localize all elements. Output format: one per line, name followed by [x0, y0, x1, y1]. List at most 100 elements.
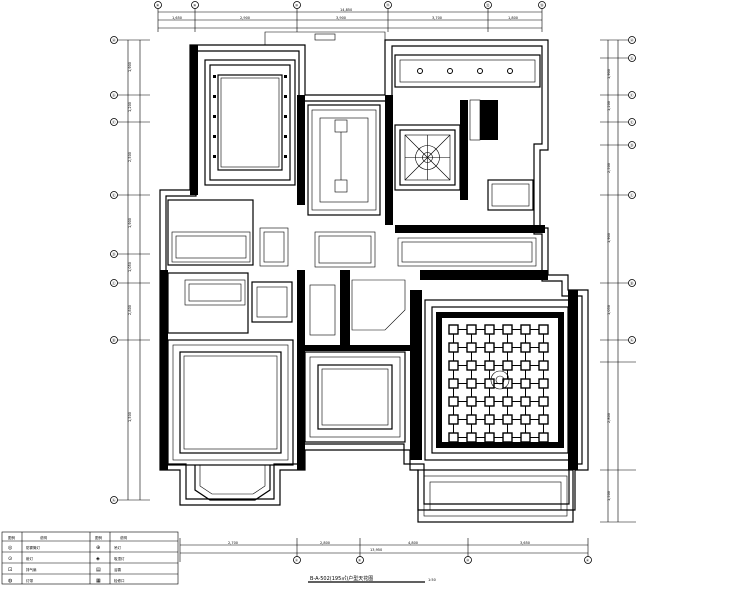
legend-symbol-exhaust-fan: ⊡: [8, 567, 12, 573]
legend-desc-light-strip: 灯带: [26, 578, 33, 583]
bottom-dim-seg-2: 4,800: [408, 541, 418, 545]
axis-bubble-12: [484, 1, 492, 9]
room-left-middle: [167, 199, 537, 268]
top-axis-label-5: ⑬: [540, 3, 544, 8]
legend-desc-access-panel: 检修口: [114, 578, 125, 583]
legend-desc-ceiling-lamp: 吸顶灯: [114, 556, 125, 561]
left-axis-label-2: Ⓕ: [112, 120, 116, 125]
room-bedroom-north: [204, 59, 296, 186]
bottom-bubble-4: [584, 556, 592, 564]
bottom-axis-group: ① ② ③ ④ 13,950 2,700 2,800 4,800 3,650: [179, 538, 592, 564]
top-axis-label-4: ⑫: [486, 3, 490, 8]
left-axis-label-4: Ⓓ: [112, 252, 116, 257]
left-dim-6: 1,500: [128, 412, 132, 422]
legend-header-1: 说明: [40, 535, 47, 540]
right-axis-label-7: Ⓐ: [630, 338, 634, 343]
right-axis-group: Ⓗ Ⓖ Ⓕ Ⓔ Ⓓ Ⓒ Ⓑ Ⓐ 1,900 1,200 2,500 1,900 …: [600, 36, 636, 523]
legend-symbol-spotlight: ⊙: [8, 556, 12, 562]
right-axis-label-4: Ⓓ: [630, 143, 634, 148]
top-dim-seg-1: 2,900: [240, 16, 250, 20]
top-axis-label-2: ⑩: [295, 4, 298, 8]
room-corridor-center: [307, 104, 381, 216]
legend-desc-exhaust-fan: 排气扇: [26, 567, 37, 572]
top-dim-seg-3: 3,700: [432, 16, 442, 20]
left-bubble-e: [110, 191, 118, 199]
top-dim-seg-2: 3,900: [336, 16, 346, 20]
right-bubble-c: [628, 191, 636, 199]
room-bathroom-center: [309, 279, 406, 336]
left-axis-label-7: Ⓐ: [112, 498, 116, 503]
exterior-walls: [159, 31, 589, 511]
legend-header-0: 图例: [8, 535, 15, 540]
lattice-square: [538, 432, 549, 443]
top-dim-total: 14,850: [340, 8, 352, 12]
ceiling-lattice-pattern: [448, 324, 549, 443]
bottom-bubble-2: [356, 556, 364, 564]
bottom-dim-seg-1: 2,800: [320, 541, 330, 545]
legend-symbol-light-strip: ◍: [8, 578, 13, 584]
legend-header-2: 图例: [95, 535, 102, 540]
room-dining-ornate: [394, 124, 461, 191]
left-bubble-f: [110, 118, 118, 126]
axis-bubble-10: [293, 1, 301, 9]
top-dim-seg-4: 1,800: [508, 16, 518, 20]
bottom-bubble-1: [293, 556, 301, 564]
right-axis-label-1: Ⓖ: [630, 56, 634, 61]
room-living-southwest: [167, 339, 294, 501]
drawing-title-block: B-A-502(195㎡)户型天花图 1:50: [308, 575, 436, 583]
right-dim-6: 1,500: [607, 491, 611, 501]
left-axis-label-1: Ⓖ: [112, 93, 116, 98]
drawing-title: B-A-502(195㎡)户型天花图: [310, 575, 373, 582]
left-bubble-b: [110, 336, 118, 344]
left-bubble-g: [110, 91, 118, 99]
left-dim-0: 1,900: [128, 62, 132, 72]
bottom-bubble-3: [464, 556, 472, 564]
legend-desc-spotlight: 射灯: [26, 556, 33, 561]
legend-symbol-access-panel: ▦: [96, 578, 101, 584]
left-bubble-a: [110, 496, 118, 504]
right-bubble-f: [628, 91, 636, 99]
right-dim-1: 1,200: [607, 101, 611, 111]
room-living-lattice: [424, 299, 576, 461]
legend-symbol-chandelier: ⊕: [96, 545, 100, 551]
right-axis-label-2: Ⓕ: [630, 93, 634, 98]
bottom-axis-label-3: ④: [586, 559, 589, 563]
left-dim-2: 2,500: [128, 152, 132, 162]
drawing-scale: 1:50: [428, 578, 436, 582]
left-bubble-c: [110, 279, 118, 287]
right-axis-label-0: Ⓗ: [630, 38, 634, 43]
room-balcony-south: [417, 469, 574, 523]
right-dim-0: 1,900: [607, 69, 611, 79]
axis-bubble-11: [384, 1, 392, 9]
legend-table: 图例 说明 图例 说明 ◎ 防雾筒灯 ⊕ 吊灯 ⊙ 射灯 ◈ 吸顶灯 ⊡ 排气扇…: [1, 531, 179, 585]
bottom-axis-label-2: ③: [466, 559, 469, 563]
left-axis-label-0: Ⓗ: [112, 38, 116, 43]
legend-symbol-bath-heater: ▤: [96, 567, 101, 573]
left-bubble-d: [110, 250, 118, 258]
left-dim-5: 2,800: [128, 305, 132, 315]
right-axis-label-3: Ⓔ: [630, 120, 634, 125]
left-bubble-h: [110, 36, 118, 44]
room-top-strip: [394, 54, 541, 88]
right-bubble-d: [628, 141, 636, 149]
top-axis-label-3: ⑪: [386, 3, 390, 8]
legend-header-3: 说明: [120, 535, 127, 540]
right-bubble-g: [628, 54, 636, 62]
room-right-small: [469, 99, 534, 211]
axis-bubble-8: [154, 1, 162, 9]
left-dim-3: 1,900: [128, 218, 132, 228]
right-bubble-e: [628, 118, 636, 126]
left-axis-label-5: Ⓒ: [112, 281, 116, 286]
right-axis-label-6: Ⓑ: [630, 281, 634, 286]
left-axis-label-6: Ⓑ: [112, 338, 116, 343]
legend-symbol-ceiling-lamp: ◈: [96, 556, 100, 562]
top-axis-label-0: ⑧: [156, 4, 160, 8]
legend-desc-chandelier: 吊灯: [114, 545, 121, 550]
right-bubble-b: [628, 279, 636, 287]
axis-bubble-9: [191, 1, 199, 9]
left-dim-1: 1,200: [128, 102, 132, 112]
top-axis-group: ⑧ ⑨ ⑩ ⑪ ⑫ ⑬ 14,850 1,650 2,900 3,900 3,7…: [154, 1, 546, 32]
axis-bubble-13: [538, 1, 546, 9]
